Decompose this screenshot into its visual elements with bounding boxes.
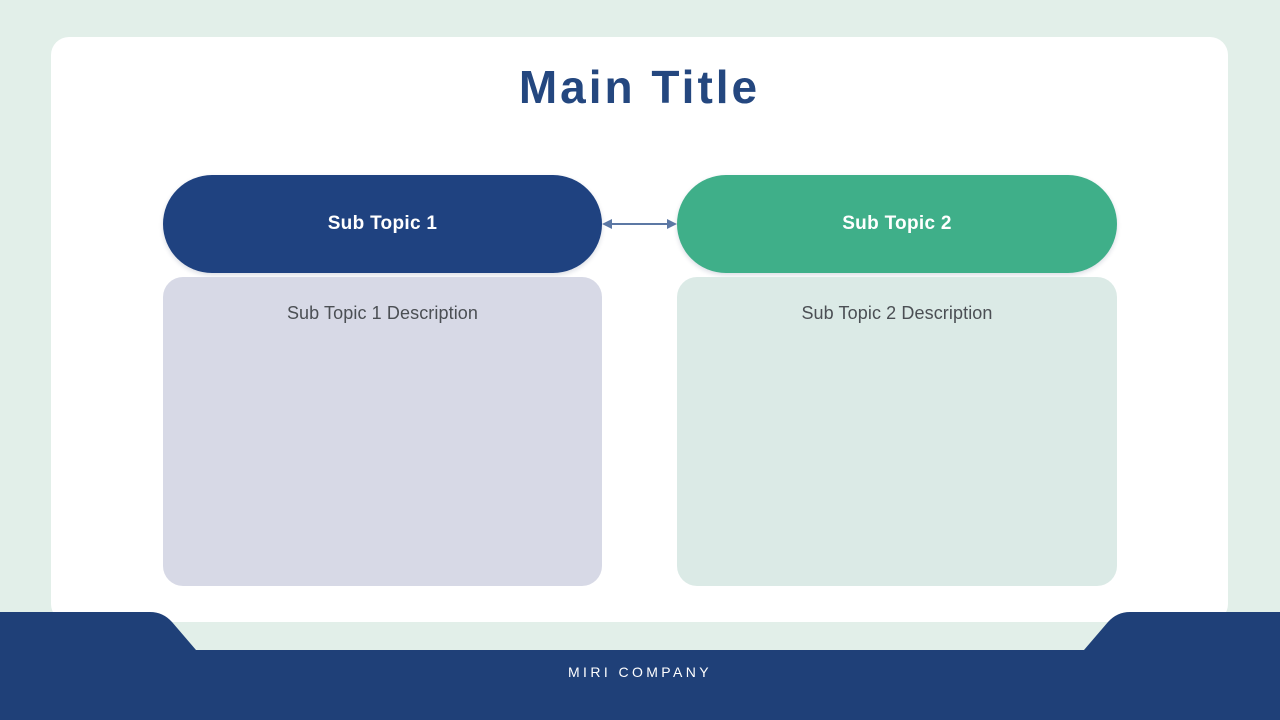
sub-topic-2-description-panel[interactable]: Sub Topic 2 Description	[677, 277, 1117, 586]
slide-card: Main Title Sub Topic 1 Sub Topic 2 Sub T…	[51, 37, 1228, 622]
sub-topic-1-pill[interactable]: Sub Topic 1	[163, 175, 602, 273]
sub-topic-1-label: Sub Topic 1	[327, 213, 438, 234]
sub-topic-1-description-panel[interactable]: Sub Topic 1 Description	[163, 277, 602, 586]
sub-topic-1-description-text: Sub Topic 1 Description	[286, 303, 479, 323]
sub-topic-2-label: Sub Topic 2	[842, 213, 952, 234]
sub-topic-2-description-text: Sub Topic 2 Description	[801, 303, 993, 323]
double-arrow-horizontal-icon	[602, 219, 677, 229]
footer-banner-shape	[0, 612, 1280, 720]
page-title: Main Title	[518, 61, 761, 113]
connector-arrow	[602, 213, 677, 235]
sub-topic-2-pill[interactable]: Sub Topic 2	[677, 175, 1117, 273]
footer: MIRI COMPANY	[0, 600, 1280, 720]
company-name: MIRI COMPANY	[568, 664, 712, 680]
